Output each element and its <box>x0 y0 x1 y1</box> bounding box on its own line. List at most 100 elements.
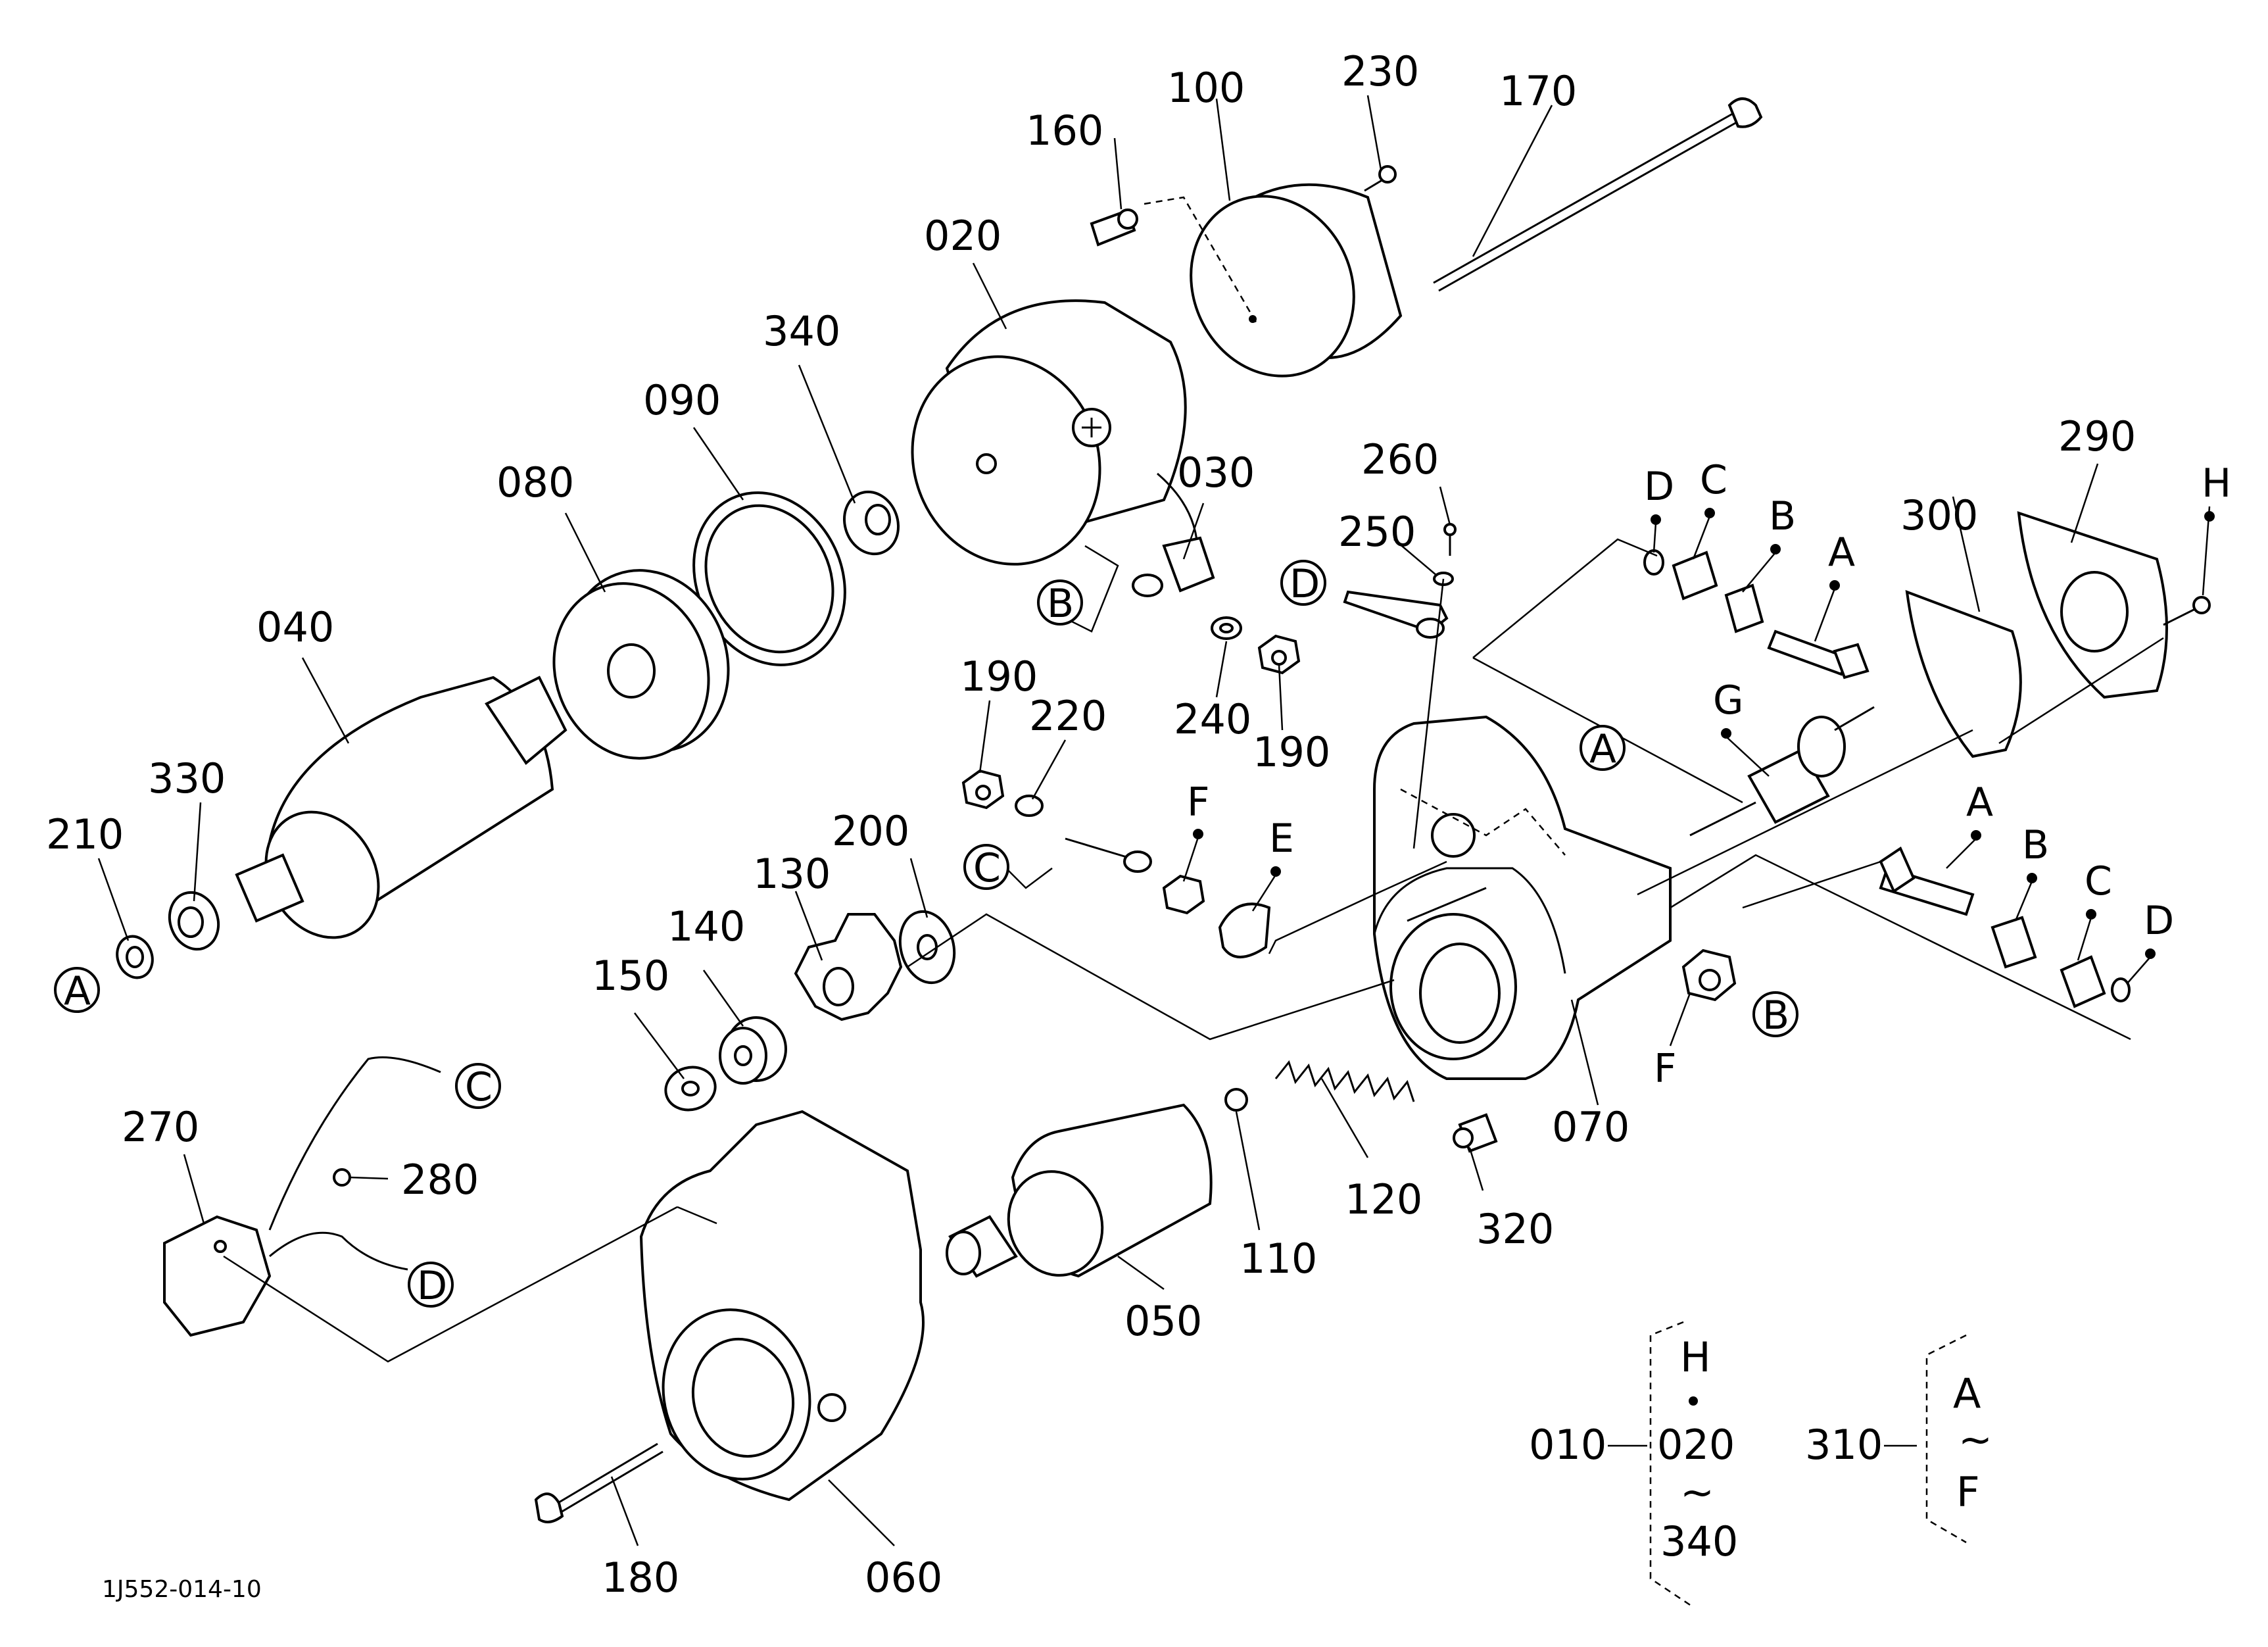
label-060: 060 <box>865 1554 942 1602</box>
terminal-bolt-G <box>1689 706 1875 837</box>
label-110: 110 <box>1240 1235 1317 1283</box>
letter-A-top: A <box>1828 529 1855 576</box>
letter-callouts: A B D C A B C D D C B A H G F E <box>54 457 2231 1309</box>
label-200: 200 <box>832 807 909 855</box>
label-240: 240 <box>1174 695 1251 743</box>
circled-C-mid: C <box>973 845 1001 891</box>
armature-040 <box>235 676 567 939</box>
circled-C-left: C <box>465 1064 493 1110</box>
label-250: 250 <box>1338 508 1416 556</box>
nut-190-lower <box>961 769 1005 810</box>
circled-A-left: A <box>64 968 91 1014</box>
lever-D <box>1343 590 1449 639</box>
diagram-code: 1J552-014-10 <box>102 1576 262 1603</box>
label-190-left: 190 <box>960 652 1038 701</box>
assembly-legend-010: 010 H 020 ~ 340 <box>1529 1321 1738 1606</box>
pinion-clutch-050 <box>946 1103 1213 1278</box>
letter-D-top: D <box>1644 464 1674 510</box>
bearing-340 <box>842 490 900 556</box>
washer-220 <box>1015 795 1044 817</box>
end-cover-100 <box>1190 183 1403 378</box>
label-160: 160 <box>1026 107 1103 155</box>
legend-310-tilde: ~ <box>1958 1415 1992 1463</box>
label-300: 300 <box>1900 491 1978 539</box>
circled-D-left: D <box>417 1263 447 1309</box>
label-050: 050 <box>1124 1297 1202 1345</box>
label-270: 270 <box>122 1103 199 1151</box>
label-320: 320 <box>1476 1205 1554 1253</box>
letter-A-low: A <box>1966 779 1993 825</box>
washer-210 <box>116 935 154 979</box>
label-090: 090 <box>643 376 721 424</box>
letter-F-mid: F <box>1187 779 1210 825</box>
washer-030-pair <box>1132 574 1163 597</box>
screw-H <box>2163 596 2211 626</box>
letter-E: E <box>1269 816 1294 862</box>
housing-070 <box>1373 715 1672 1080</box>
circled-A-mid: A <box>1589 726 1616 772</box>
letter-C-low: C <box>2085 858 2112 904</box>
bearing-330 <box>168 891 220 951</box>
label-230: 230 <box>1341 47 1419 95</box>
screw-230 <box>1364 165 1397 192</box>
letter-D-low: D <box>2144 898 2174 944</box>
label-290: 290 <box>2058 412 2136 460</box>
legend-010-top: H <box>1680 1333 1711 1381</box>
label-280: 280 <box>401 1156 479 1204</box>
letter-G: G <box>1713 677 1744 724</box>
kit-legend-310: 310 A ~ F <box>1805 1334 1992 1544</box>
circled-B-upper: B <box>1047 581 1074 627</box>
ball-110 <box>1224 1088 1248 1112</box>
label-120: 120 <box>1345 1175 1422 1223</box>
screw-280 <box>333 1168 351 1187</box>
gear-130 <box>794 913 903 1021</box>
label-040: 040 <box>256 603 334 651</box>
terminal-stack-upper <box>1643 549 1870 679</box>
cover-290 <box>2017 511 2168 699</box>
legend-310-to: F <box>1956 1468 1980 1516</box>
label-210: 210 <box>46 810 124 858</box>
circled-D-upper: D <box>1290 561 1320 607</box>
yoke-020 <box>911 299 1215 593</box>
letter-B-top: B <box>1769 493 1796 539</box>
label-080: 080 <box>496 458 574 506</box>
legend-310-code: 310 <box>1805 1421 1883 1469</box>
through-bolt-170 <box>1433 97 1763 292</box>
switch-270 <box>163 1056 441 1337</box>
legend-310-from: A <box>1953 1369 1981 1417</box>
spring-120 <box>1274 1060 1415 1102</box>
washer-200 <box>898 910 956 985</box>
label-220: 220 <box>1029 692 1107 740</box>
washer-240 <box>1211 616 1242 640</box>
label-330: 330 <box>148 754 226 802</box>
legend-010-from: 020 <box>1657 1421 1735 1469</box>
label-030: 030 <box>1177 449 1255 497</box>
label-260: 260 <box>1361 435 1439 483</box>
nut-F-right <box>1681 948 1737 1002</box>
legend-010-code: 010 <box>1529 1421 1606 1469</box>
brush-holder-080 <box>552 569 730 760</box>
letter-H: H <box>2202 460 2231 506</box>
label-070: 070 <box>1552 1103 1629 1151</box>
letter-F-right: F <box>1654 1046 1677 1092</box>
label-190-top: 190 <box>1253 728 1330 776</box>
washer-150 <box>664 1066 717 1112</box>
roller-140 <box>719 1016 787 1085</box>
label-150: 150 <box>592 952 669 1000</box>
label-130: 130 <box>753 850 831 898</box>
plug-320 <box>1453 1113 1498 1153</box>
bushing-160 <box>1090 209 1138 247</box>
screw-260 <box>1443 523 1457 556</box>
legend-010-tilde: ~ <box>1680 1468 1714 1516</box>
gasket-300 <box>1905 589 2022 758</box>
leader-lines <box>97 95 2211 1546</box>
label-340: 340 <box>763 307 840 355</box>
label-180: 180 <box>602 1554 679 1602</box>
terminal-bolt-assembly <box>1065 837 1271 958</box>
circled-B-right: B <box>1762 993 1789 1039</box>
label-140: 140 <box>667 902 745 950</box>
bolt-180 <box>534 1442 664 1523</box>
drive-housing-060 <box>639 1110 925 1502</box>
ring-090 <box>692 491 846 666</box>
